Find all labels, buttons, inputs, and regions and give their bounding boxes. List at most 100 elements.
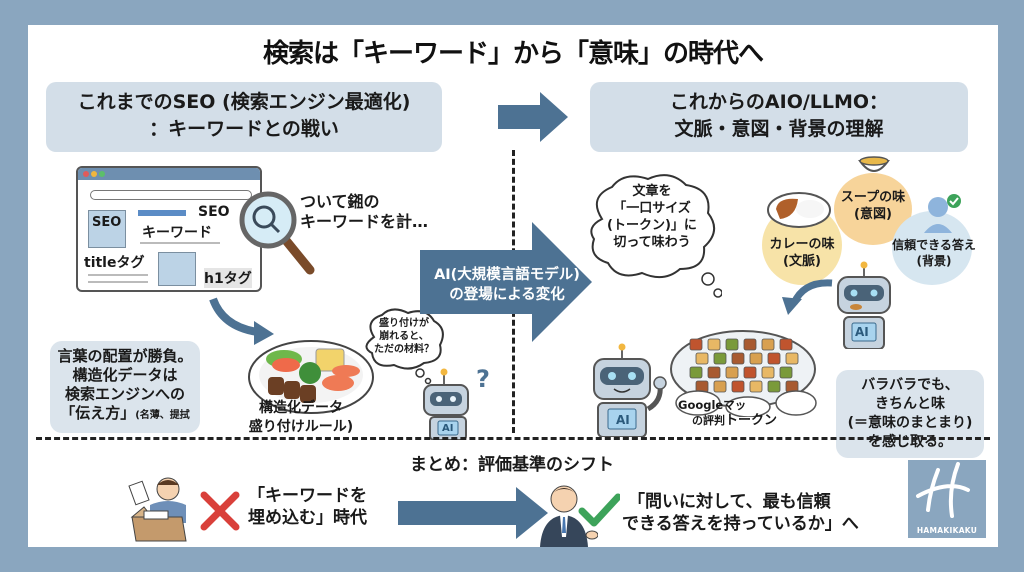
eating-robot-ai-label: AI bbox=[855, 325, 869, 339]
token-cube bbox=[713, 380, 727, 393]
svg-text:?: ? bbox=[476, 365, 490, 393]
curry-bubble-text: カレーの味 (文脈) bbox=[762, 236, 842, 270]
logo-h-icon bbox=[916, 462, 970, 518]
token-thought-line3: (トークン)」に bbox=[607, 218, 697, 233]
confused-thought-line1: 盛り付けが bbox=[379, 318, 429, 329]
token-cube bbox=[749, 380, 763, 393]
h1-tag-label: h1タグ bbox=[204, 268, 252, 288]
token-thought-line1: 文章を bbox=[632, 184, 672, 199]
left-info-box: 言葉の配置が勝負。 構造化データは 検索エンジンへの 「伝え方」(名薄、提拭 bbox=[50, 341, 200, 433]
confused-robot-ai-label: AI bbox=[442, 423, 454, 434]
structured-plate-illustration bbox=[248, 340, 374, 414]
center-arrow-icon bbox=[420, 222, 592, 342]
check-icon bbox=[578, 493, 620, 527]
new-era-line2: できる答えを持っているか」へ bbox=[622, 514, 859, 534]
token-cube bbox=[707, 338, 721, 351]
left-info-line4-main: 「伝え方」 bbox=[60, 404, 136, 422]
right-info-line4: を感じ取る。 bbox=[868, 434, 952, 450]
token-cube bbox=[761, 338, 775, 351]
old-era-text: 「キーワードを 埋め込む」時代 bbox=[248, 485, 367, 529]
summary-arrow-icon bbox=[398, 487, 548, 539]
text-line bbox=[88, 281, 148, 283]
token-cube bbox=[785, 352, 799, 365]
trust-bubble bbox=[892, 211, 972, 285]
curved-arrow-left-icon bbox=[782, 279, 833, 315]
token-thought-line4: 切って味わう bbox=[613, 235, 691, 250]
token-thought-line2: 「一口サイズ bbox=[613, 201, 691, 216]
right-header-line1: これからのAIO/LLMO： bbox=[669, 91, 889, 113]
token-cube bbox=[695, 352, 709, 365]
token-thought-bubble-icon bbox=[590, 174, 722, 298]
token-caption: Googleマッ の評判トークン bbox=[678, 398, 777, 428]
token-caption-line2-small: の評判 bbox=[692, 414, 725, 427]
right-header-box: これからのAIO/LLMO： 文脈・意図・背景の理解 bbox=[590, 82, 968, 152]
left-info-line1: 言葉の配置が勝負。 bbox=[57, 347, 193, 365]
horizontal-divider bbox=[36, 437, 990, 440]
token-cube bbox=[743, 338, 757, 351]
confused-thought-text: 盛り付けが 崩れると、 ただの材料？ bbox=[368, 317, 440, 356]
browser-window-illustration: SEO SEO キーワード titleタグ h1タグ bbox=[76, 166, 262, 292]
token-cube bbox=[731, 380, 745, 393]
seo-text-label: SEO bbox=[198, 204, 230, 220]
trusted-person-icon bbox=[924, 194, 961, 233]
maximize-dot-icon bbox=[99, 171, 105, 177]
soup-bubble-line2: (意図) bbox=[854, 207, 892, 222]
right-info-box: バラバラでも、 きちんと味 (＝意味のまとまり) を感じ取る。 bbox=[836, 370, 984, 458]
soup-bubble-line1: スープの味 bbox=[840, 190, 906, 205]
page-title: 検索は「キーワード」から「意味」の時代へ bbox=[262, 39, 764, 69]
minimize-dot-icon bbox=[91, 171, 97, 177]
center-arrow-line2: の登場による変化 bbox=[449, 287, 565, 303]
center-arrow-line1: AI(大規模言語モデル) bbox=[434, 267, 580, 283]
left-header-box: これまでのSEO (検索エンジン最適化) ：キーワードとの戦い bbox=[46, 82, 442, 152]
token-cube bbox=[767, 352, 781, 365]
infographic-panel: 検索は「キーワード」から「意味」の時代へ これまでのSEO (検索エンジン最適化… bbox=[28, 25, 998, 547]
token-cube bbox=[725, 338, 739, 351]
token-plate-illustration bbox=[670, 330, 817, 417]
plate-caption: 構造化データ 盛り付けルール) bbox=[242, 399, 360, 437]
token-cube bbox=[779, 338, 793, 351]
text-line bbox=[140, 242, 220, 244]
magnifier-caption-line2: キーワードを計… bbox=[300, 212, 429, 231]
token-caption-line1: Googleマッ bbox=[678, 398, 747, 412]
token-cube bbox=[713, 352, 727, 365]
right-header-line2: 文脈・意図・背景の理解 bbox=[674, 118, 884, 140]
new-era-text: 「問いに対して、最も信頼 できる答えを持っているか」へ bbox=[622, 491, 859, 535]
new-era-line1: 「問いに対して、最も信頼 bbox=[628, 492, 831, 512]
old-era-line1: 「キーワードを bbox=[248, 486, 367, 506]
magnifier-caption-line1: ついて鎺の bbox=[300, 192, 380, 211]
person-boxing-keywords-icon bbox=[128, 477, 187, 542]
title-tag-label: titleタグ bbox=[84, 255, 145, 271]
curry-plate-icon bbox=[767, 192, 831, 228]
token-caption-line2: の評判トークン bbox=[678, 413, 777, 428]
image-placeholder bbox=[158, 252, 196, 286]
plate-caption-line1: 構造化データ bbox=[259, 400, 343, 416]
confused-thought-line2: 崩れると、 bbox=[379, 331, 429, 342]
old-era-line2: 埋め込む」時代 bbox=[248, 508, 367, 528]
trust-bubble-line1: 信頼できる答え bbox=[892, 238, 976, 252]
left-info-line4-small: (名薄、提拭 bbox=[135, 410, 190, 421]
highlight-bar bbox=[138, 210, 186, 216]
trust-bubble-line2: (背景) bbox=[916, 254, 952, 268]
token-cube bbox=[731, 352, 745, 365]
magnifier-caption: ついて鎺の キーワードを計… bbox=[300, 192, 428, 232]
right-info-line2: きちんと味 bbox=[875, 396, 945, 412]
seo-box-label: SEO bbox=[92, 215, 122, 230]
soup-bowl-icon bbox=[858, 156, 890, 172]
trust-bubble-text: 信頼できる答え (背景) bbox=[884, 237, 984, 269]
center-arrow-text: AI(大規模言語モデル) の登場による変化 bbox=[422, 265, 592, 305]
thought-bubble-icon bbox=[365, 308, 444, 385]
token-cube bbox=[707, 366, 721, 379]
waving-robot-icon bbox=[593, 343, 667, 437]
curved-arrow-icon bbox=[209, 297, 274, 345]
right-info-line3: (＝意味のまとまり) bbox=[847, 415, 973, 431]
curry-bubble-line1: カレーの味 bbox=[769, 237, 835, 252]
businessman-icon bbox=[540, 485, 598, 547]
soup-bubble-text: スープの味 (意図) bbox=[834, 189, 912, 223]
token-cube bbox=[767, 380, 781, 393]
token-caption-line3: トークン bbox=[725, 413, 778, 428]
keyword-label: キーワード bbox=[142, 225, 212, 241]
seo-box: SEO bbox=[88, 210, 126, 248]
token-cube bbox=[743, 366, 757, 379]
token-cube bbox=[749, 352, 763, 365]
left-info-line2: 構造化データは bbox=[72, 366, 178, 384]
